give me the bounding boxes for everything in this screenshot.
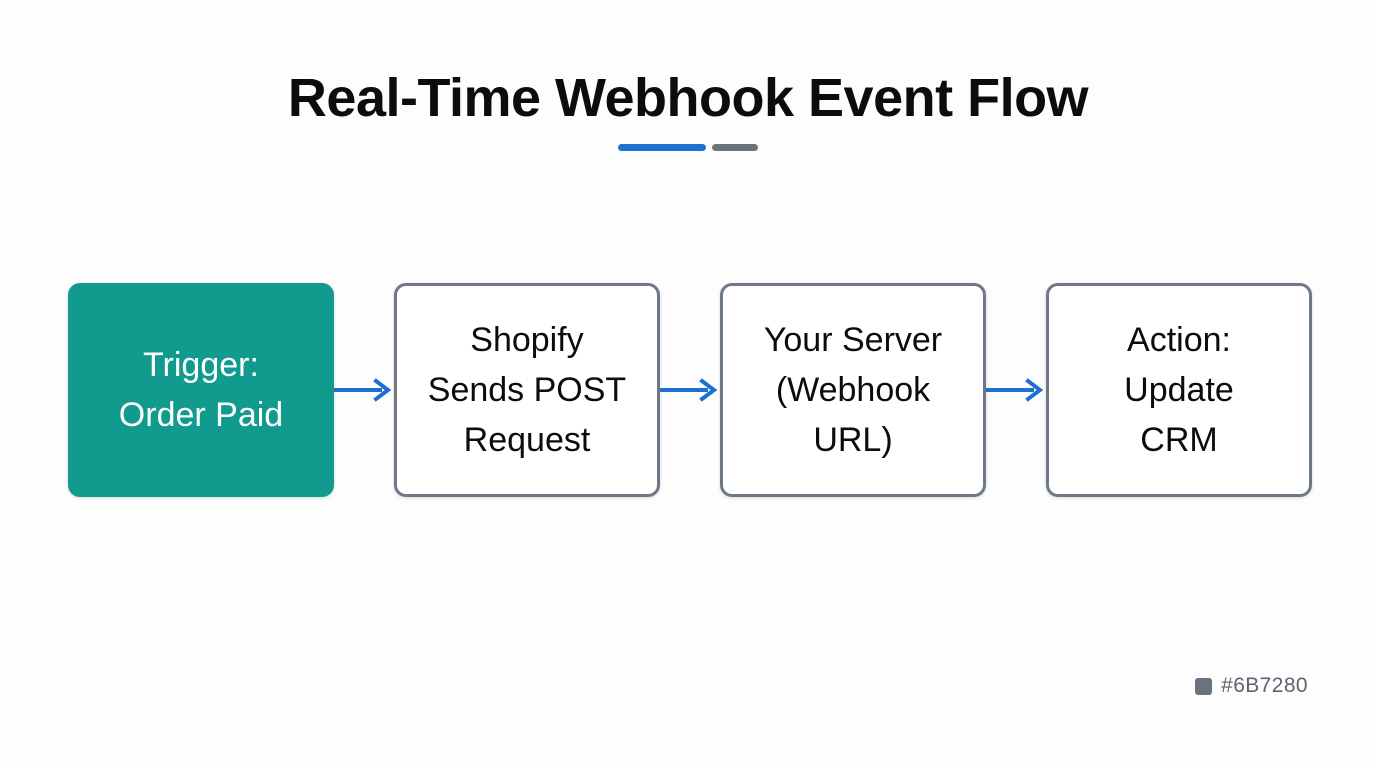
color-legend: #6B7280 [1195,674,1308,698]
flow-node-trigger-label: Trigger: Order Paid [118,346,284,434]
accent-bar-primary [618,144,706,151]
flow-node-shopify-post-label: Shopify Sends POST Request [427,321,627,459]
title-block: Real-Time Webhook Event Flow [0,66,1376,151]
flow-arrow-3 [986,378,1046,402]
webhook-flow-diagram: Trigger: Order Paid Shopify Sends POST R… [68,283,1312,497]
flow-node-your-server-label: Your Server (Webhook URL) [763,321,943,459]
title-accent-bars [0,144,1376,151]
flow-node-your-server[interactable]: Your Server (Webhook URL) [720,283,986,497]
flow-node-update-crm-label: Action: Update CRM [1124,321,1234,459]
legend-color-swatch [1195,677,1213,695]
legend-color-label: #6B7280 [1221,674,1308,697]
flow-arrow-2 [660,378,720,402]
accent-bar-secondary [712,144,758,151]
flow-arrow-1 [334,378,394,402]
flow-node-shopify-post[interactable]: Shopify Sends POST Request [394,283,660,497]
page-title: Real-Time Webhook Event Flow [287,68,1089,128]
flow-node-update-crm[interactable]: Action: Update CRM [1046,283,1312,497]
flow-node-trigger[interactable]: Trigger: Order Paid [68,283,334,497]
